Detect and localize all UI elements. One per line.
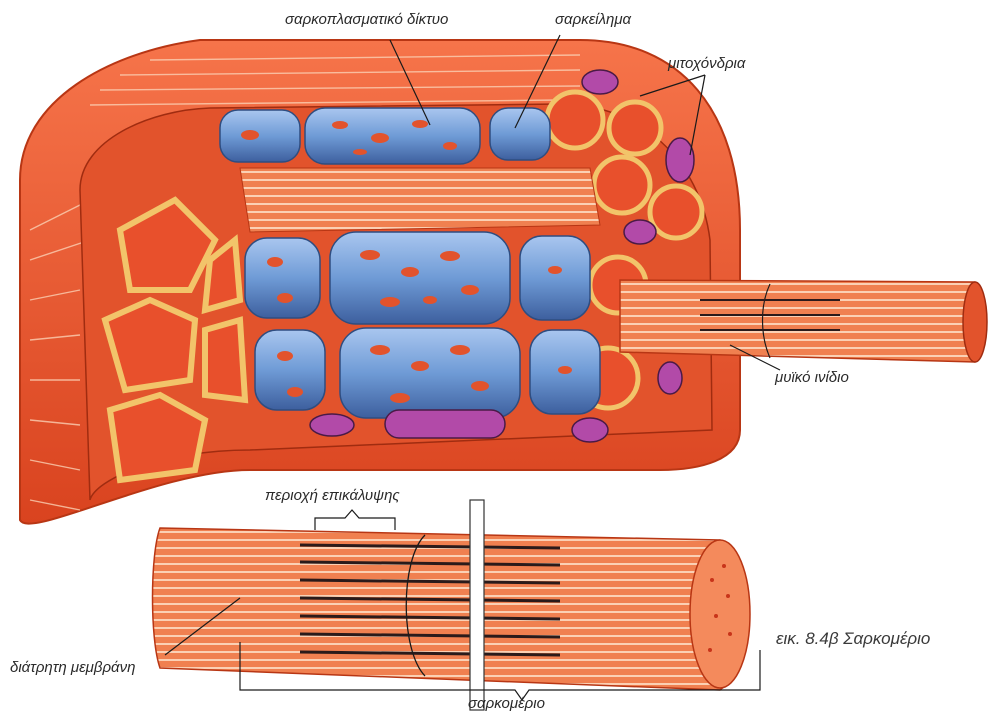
perforated-membrane-plane bbox=[470, 500, 484, 710]
fibre-end-face bbox=[690, 540, 750, 688]
figure-caption: εικ. 8.4β Σαρκομέριο bbox=[776, 630, 930, 647]
protruding-myofibril bbox=[620, 280, 987, 362]
label-mitochondria: μιτοχόνδρια bbox=[668, 56, 745, 71]
sarcomere-body bbox=[153, 528, 747, 690]
label-myofibril: μυϊκό ινίδιο bbox=[775, 370, 849, 385]
label-sarcolemma: σαρκείλημα bbox=[555, 12, 631, 27]
label-overlap-region: περιοχή επικάλυψης bbox=[265, 488, 400, 503]
label-sarcoplasmic-reticulum: σαρκοπλασματικό δίκτυο bbox=[285, 12, 448, 27]
label-sarcomere: σαρκομέριο bbox=[468, 696, 545, 711]
muscle-fiber-cutaway bbox=[20, 40, 987, 524]
label-perforated-membrane: διάτρητη μεμβράνη bbox=[10, 660, 135, 675]
sarcomere-fibre bbox=[153, 500, 751, 710]
myofibril-band bbox=[240, 168, 600, 232]
